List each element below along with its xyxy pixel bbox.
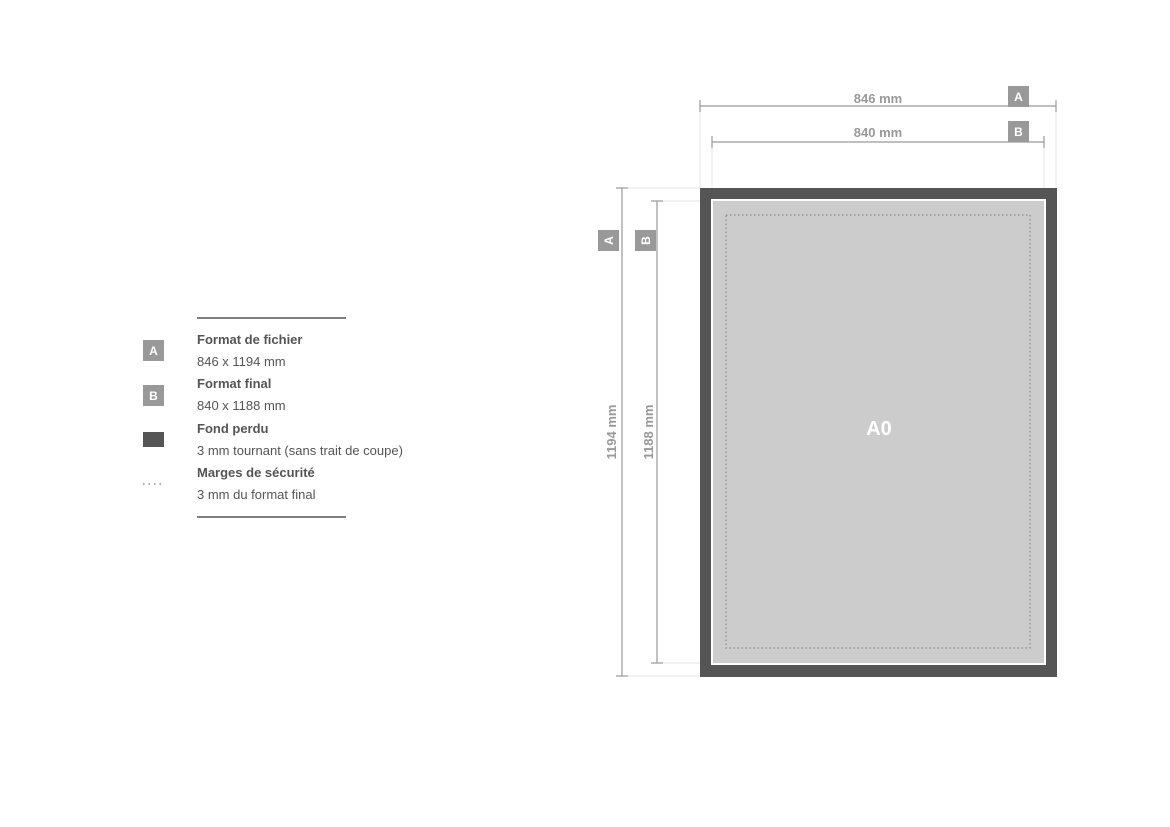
badge-b-top <box>1008 121 1029 142</box>
legend-item-title: Marges de sécurité <box>197 465 315 480</box>
legend-item-detail: 846 x 1194 mm <box>197 354 286 369</box>
legend-item-safety-margin: Marges de sécurité 3 mm du format final <box>197 465 316 502</box>
legend-item-detail: 840 x 1188 mm <box>197 398 286 413</box>
dimension-height-b-label: 1188 mm <box>641 405 656 460</box>
legend-item-file-format: Format de fichier 846 x 1194 mm <box>197 332 302 369</box>
legend-badge-b-letter: B <box>149 389 158 403</box>
badge-a-top <box>1008 86 1029 107</box>
dimension-height-b: 1188 mm B <box>635 200 712 664</box>
legend-item-final-format: Format final 840 x 1188 mm <box>197 376 286 413</box>
badge-a-top-letter: A <box>1014 90 1023 104</box>
dimension-width-b-label: 840 mm <box>854 125 902 140</box>
badge-a-left-letter: A <box>602 236 616 245</box>
legend-badge-a-letter: A <box>149 344 158 358</box>
legend-item-detail: 3 mm tournant (sans trait de coupe) <box>197 443 403 458</box>
legend-item-detail: 3 mm du format final <box>197 487 316 502</box>
dimension-width-a: 846 mm A <box>699 86 1057 188</box>
dimension-width-b: 840 mm B <box>711 121 1045 200</box>
dimension-height-a: 1194 mm A <box>598 187 700 677</box>
legend-item-title: Format de fichier <box>197 332 303 347</box>
safety-margin <box>725 214 1031 649</box>
badge-a-left <box>598 230 619 251</box>
legend-item-title: Format final <box>197 376 272 391</box>
dimension-width-a-label: 846 mm <box>854 91 902 106</box>
badge-b-left <box>635 230 656 251</box>
badge-b-left-letter: B <box>639 236 653 245</box>
legend-badge-a: A <box>143 340 164 361</box>
legend-item-bleed: Fond perdu 3 mm tournant (sans trait de … <box>197 421 403 458</box>
legend-bleed-swatch <box>143 432 164 447</box>
format-label: A0 <box>866 418 892 440</box>
trim-area <box>711 199 1046 665</box>
dimension-height-a-label: 1194 mm <box>604 405 619 460</box>
legend-badge-b: B <box>143 385 164 406</box>
legend-item-title: Fond perdu <box>197 421 269 436</box>
badge-b-top-letter: B <box>1014 125 1023 139</box>
